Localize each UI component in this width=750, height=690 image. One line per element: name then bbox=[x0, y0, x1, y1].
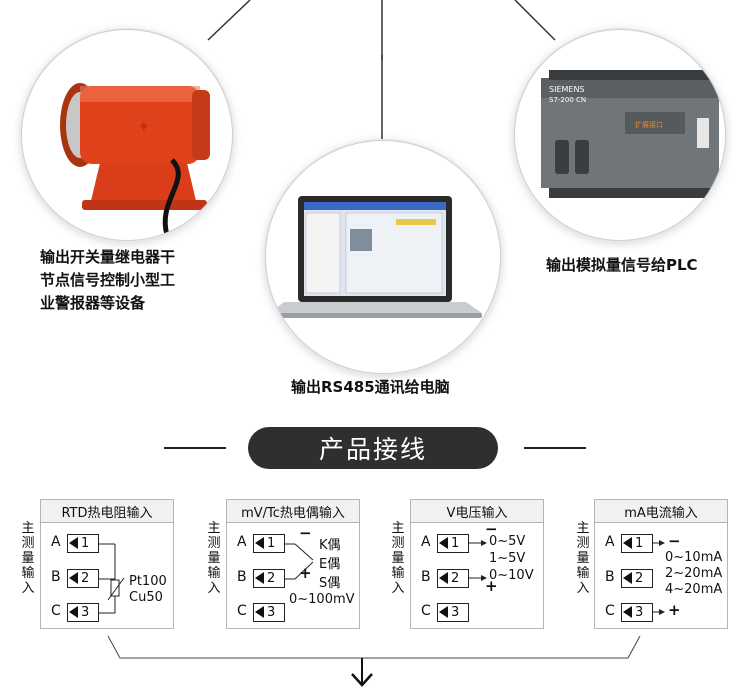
tc-plus-sign: + bbox=[299, 564, 312, 582]
tc-minus-sign: − bbox=[299, 524, 312, 542]
siren-image: ✦ bbox=[60, 83, 210, 236]
v-terminal-c-label: C bbox=[421, 603, 431, 619]
tc-terminal-a-label: A bbox=[237, 534, 247, 550]
v-terminal-b-label: B bbox=[421, 569, 431, 585]
v-terminal-1: 1 bbox=[437, 534, 469, 553]
rtd-terminal-a-label: A bbox=[51, 534, 61, 550]
laptop-image bbox=[270, 196, 482, 318]
bottom-bracket-connector bbox=[107, 636, 641, 687]
v-wiring-lines bbox=[469, 540, 487, 581]
plc-device-circle: 扩展接口 SIEMENS S7-200 CN bbox=[514, 29, 726, 241]
ma-plus-sign: + bbox=[668, 601, 681, 619]
tc-terminal-2: 2 bbox=[253, 569, 285, 588]
v-terminal-3: 3 bbox=[437, 603, 469, 622]
tc-k-type-label: K偶 bbox=[319, 538, 341, 553]
tc-terminal-3: 3 bbox=[253, 603, 285, 622]
thermocouple-wiring-panel: mV/Tc热电偶输入 A B C 1 2 3 − + K偶 E偶 S偶 0~10… bbox=[226, 499, 360, 629]
svg-text:扩展接口: 扩展接口 bbox=[635, 120, 663, 129]
top-connector-lines bbox=[207, 0, 556, 60]
ma-terminal-2: 2 bbox=[621, 569, 653, 588]
tc-panel-title: mV/Tc热电偶输入 bbox=[227, 500, 359, 523]
side-label-4: 主测量输入 bbox=[576, 521, 590, 596]
tc-e-type-label: E偶 bbox=[319, 557, 341, 572]
tc-terminal-1: 1 bbox=[253, 534, 285, 553]
plc-model-label: S7-200 CN bbox=[549, 96, 587, 104]
tc-terminal-b-label: B bbox=[237, 569, 247, 585]
rtd-terminal-b-label: B bbox=[51, 569, 61, 585]
rtd-panel-title: RTD热电阻输入 bbox=[41, 500, 173, 523]
ma-terminal-b-label: B bbox=[605, 569, 615, 585]
rtd-wiring-panel: RTD热电阻输入 A B C 1 2 3 Pt100 Cu50 bbox=[40, 499, 174, 629]
ma-minus-sign: − bbox=[668, 532, 681, 550]
v-plus-sign: + bbox=[485, 577, 498, 595]
ma-terminal-3: 3 bbox=[621, 603, 653, 622]
v-terminal-2: 2 bbox=[437, 569, 469, 588]
side-label-1: 主测量输入 bbox=[21, 521, 35, 596]
alarm-device-circle: ✦ bbox=[21, 29, 233, 241]
laptop-device-circle bbox=[265, 140, 501, 374]
ma-terminal-a-label: A bbox=[605, 534, 615, 550]
v-range-0-10: 0~10V bbox=[489, 568, 534, 583]
voltage-wiring-panel: V电压输入 A B C 1 2 3 − + 0~5V 1~5V 0~10V bbox=[410, 499, 544, 629]
plc-brand-label: SIEMENS bbox=[549, 85, 585, 94]
rtd-wiring-lines bbox=[99, 543, 125, 614]
rtd-cu50-label: Cu50 bbox=[129, 590, 163, 605]
v-terminal-a-label: A bbox=[421, 534, 431, 550]
ma-terminal-1: 1 bbox=[621, 534, 653, 553]
rtd-terminal-3: 3 bbox=[67, 603, 99, 622]
v-range-1-5: 1~5V bbox=[489, 551, 526, 566]
ma-range-4-20: 4~20mA bbox=[665, 582, 723, 597]
rtd-terminal-1: 1 bbox=[67, 534, 99, 553]
alarm-caption: 输出开关量继电器干 节点信号控制小型工 业警报器等设备 bbox=[40, 246, 175, 315]
v-panel-title: V电压输入 bbox=[411, 500, 543, 523]
rtd-pt100-label: Pt100 bbox=[129, 574, 167, 589]
ma-panel-title: mA电流输入 bbox=[595, 500, 727, 523]
laptop-caption: 输出RS485通讯给电脑 bbox=[291, 378, 450, 396]
ma-range-0-10: 0~10mA bbox=[665, 550, 723, 565]
alarm-caption-line-3: 业警报器等设备 bbox=[40, 294, 146, 312]
ma-wiring-lines bbox=[653, 540, 665, 615]
ma-range-2-20: 2~20mA bbox=[665, 566, 723, 581]
title-rule-right bbox=[524, 447, 586, 449]
tc-terminal-c-label: C bbox=[237, 603, 247, 619]
svg-text:✦: ✦ bbox=[137, 117, 150, 136]
alarm-caption-line-1: 输出开关量继电器干 bbox=[40, 248, 176, 266]
tc-wiring-lines bbox=[285, 543, 314, 580]
tc-range-label: 0~100mV bbox=[289, 592, 355, 607]
v-range-0-5: 0~5V bbox=[489, 534, 526, 549]
ma-terminal-c-label: C bbox=[605, 603, 615, 619]
section-title: 产品接线 bbox=[248, 427, 498, 469]
center-connector-line bbox=[381, 55, 383, 145]
tc-s-type-label: S偶 bbox=[319, 576, 341, 591]
plc-caption: 输出模拟量信号给PLC bbox=[546, 256, 698, 274]
alarm-caption-line-2: 节点信号控制小型工 bbox=[40, 271, 176, 289]
title-rule-left bbox=[164, 447, 226, 449]
rtd-terminal-2: 2 bbox=[67, 569, 99, 588]
v-minus-sign: − bbox=[485, 520, 498, 538]
current-wiring-panel: mA电流输入 A B C 1 2 3 − + 0~10mA 2~20mA 4~2… bbox=[594, 499, 728, 629]
side-label-3: 主测量输入 bbox=[391, 521, 405, 596]
plc-image: 扩展接口 bbox=[541, 70, 719, 198]
rtd-terminal-c-label: C bbox=[51, 603, 61, 619]
side-label-2: 主测量输入 bbox=[207, 521, 221, 596]
